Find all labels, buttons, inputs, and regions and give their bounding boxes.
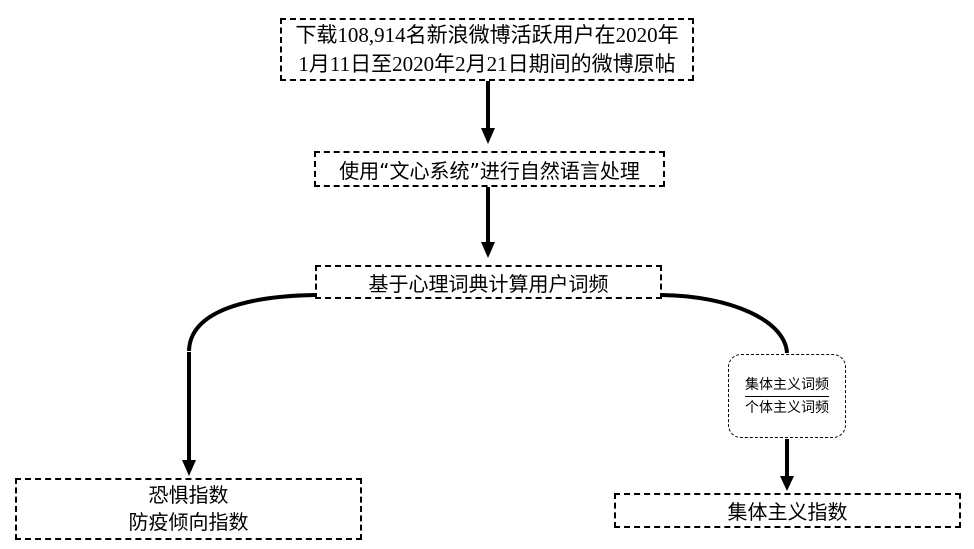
arrow-nlp-to-wordfreq-head [481, 242, 495, 258]
node-frequency-ratio: 集体主义词频 个体主义词频 [728, 354, 846, 438]
node-nlp-processing: 使用“文心系统”进行自然语言处理 [314, 151, 665, 187]
node-collectivism-index: 集体主义指数 [614, 493, 961, 528]
node-download-line-1: 下载108,914名新浪微博活跃用户在2020年 [295, 22, 679, 47]
curve-wordfreq-to-ratio [661, 293, 789, 354]
node-fear-index-line-1: 恐惧指数 [148, 483, 229, 507]
ratio-denominator: 个体主义词频 [745, 399, 829, 416]
arrow-download-to-nlp-head [481, 128, 495, 144]
curve-wordfreq-to-fear [187, 293, 316, 352]
ratio-numerator: 集体主义词频 [745, 376, 829, 397]
node-word-frequency-label: 基于心理词典计算用户词频 [368, 271, 609, 296]
arrow-ratio-to-collectivism-head [780, 476, 794, 491]
node-download-weibo-posts: 下载108,914名新浪微博活跃用户在2020年 1月11日至2020年2月21… [280, 18, 694, 81]
node-nlp-label: 使用“文心系统”进行自然语言处理 [339, 158, 640, 183]
node-word-frequency: 基于心理词典计算用户词频 [315, 265, 662, 299]
node-fear-index-line-2: 防疫倾向指数 [128, 510, 249, 534]
node-download-line-2: 1月11日至2020年2月21日期间的微博原帖 [298, 51, 676, 76]
node-fear-index: 恐惧指数 防疫倾向指数 [15, 478, 362, 540]
arrow-wordfreq-to-fear-head [182, 460, 196, 476]
node-collectivism-index-label: 集体主义指数 [727, 500, 848, 524]
